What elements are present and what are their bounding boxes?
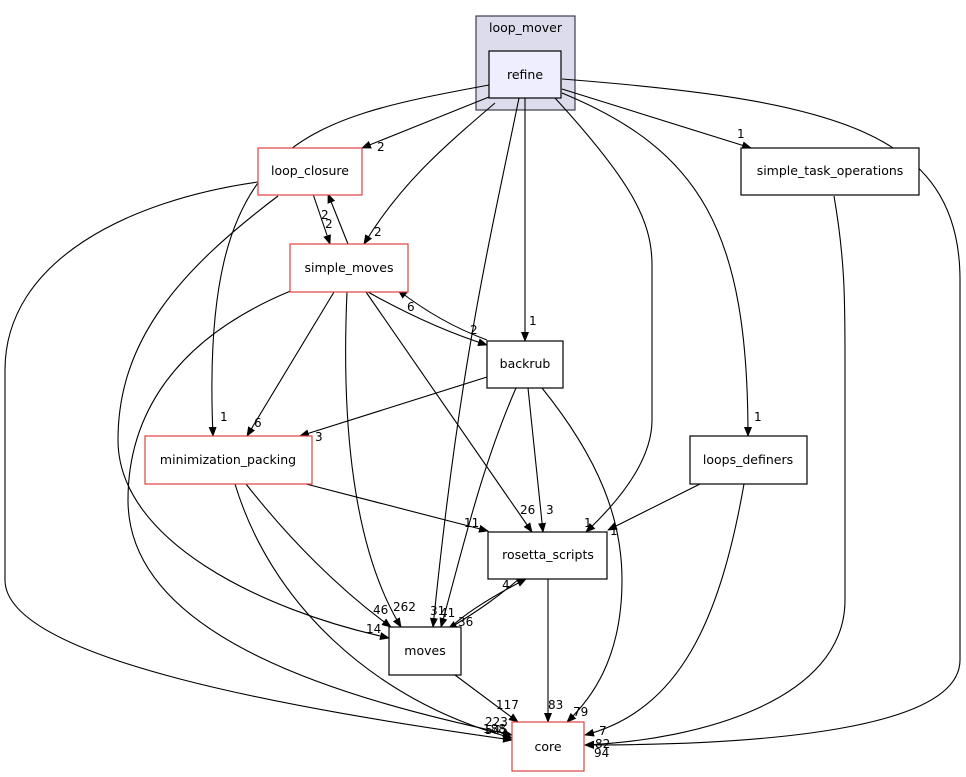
edge-moves-rosetta-scripts[interactable]: 4 [451,578,527,627]
edge-label: 1 [220,410,228,424]
node-rosetta-scripts[interactable]: rosetta_scripts [487,531,608,580]
edge-label: 94 [594,746,609,760]
node-box [488,50,562,99]
edge-refine-loop-closure[interactable]: 2 [361,96,490,154]
node-refine[interactable]: refine [488,50,562,99]
edge-refine-rosetta-scripts[interactable]: 1 [554,97,653,533]
edge-refine-backrub[interactable]: 1 [521,98,537,342]
edge-minimization-packing-core[interactable]: 223 [234,483,513,740]
cluster-label: loop_mover [489,20,563,35]
node-box [487,531,608,580]
edge-label: 2 [374,225,382,239]
edge-label: 7 [599,724,607,738]
edge-label: 31 [430,604,445,618]
node-box [486,340,564,389]
edge-refine-simple-moves[interactable]: 2 [363,102,496,245]
edge-label: 4 [502,578,510,592]
edge-simple-task-operations-core[interactable]: 94 [584,195,846,760]
node-backrub[interactable]: backrub [486,340,564,389]
nodes: refine loop_closure simple_task_operatio… [144,50,920,772]
edge-simple-moves-minimization-packing[interactable]: 6 [246,291,335,437]
edge-label: 545 [485,723,508,737]
edge-label: 117 [496,698,519,712]
node-label: backrub [500,356,551,371]
edge-simple-moves-core[interactable]: 545 [127,289,513,738]
node-box [740,147,920,196]
edge-backrub-moves[interactable]: 41 [439,387,517,628]
node-simple-moves[interactable]: simple_moves [289,243,409,293]
edge-moves-core[interactable]: 117 [454,674,519,723]
node-label: loop_closure [271,163,349,178]
node-label: loops_definers [703,452,793,467]
edge-backrub-simple-moves[interactable]: 6 [397,289,488,341]
edge-backrub-rosetta-scripts[interactable]: 3 [527,387,554,533]
node-loops-definers[interactable]: loops_definers [689,435,808,485]
edge-label: 1 [754,410,762,424]
edge-simple-moves-moves[interactable]: 262 [345,291,416,628]
node-label: simple_moves [305,260,394,275]
edge-label: 262 [393,600,416,614]
node-label: minimization_packing [160,452,296,467]
node-core[interactable]: core [511,721,585,772]
edge-label: 2 [470,323,478,337]
node-box [511,721,585,772]
edge-label: 2 [321,208,329,222]
edge-label: 14 [366,622,381,636]
node-box [689,435,808,485]
edge-loop-closure-simple-moves[interactable]: 2 [312,193,333,245]
node-label: core [534,739,561,754]
edges: 2 2 1 1 1 1 1 31 [4,78,961,760]
node-label: refine [507,67,543,82]
edge-minimization-packing-rosetta-scripts[interactable]: 11 [305,483,489,533]
edge-label: 46 [373,603,388,617]
edge-label: 11 [464,516,479,530]
edge-loop-closure-moves[interactable]: 14 [117,195,390,640]
edge-label: 3 [546,503,554,517]
edge-label: 1 [529,314,537,328]
edge-loops-definers-rosetta-scripts[interactable]: 1 [607,483,701,538]
edge-label: 83 [548,698,563,712]
edge-refine-simple-task-operations[interactable]: 1 [561,88,752,150]
node-label: moves [404,643,445,658]
edge-label: 2 [325,217,333,231]
edge-simple-moves-backrub[interactable]: 2 [367,291,488,347]
edge-loops-definers-core[interactable]: 7 [584,483,745,738]
edge-refine-moves[interactable]: 31 [429,97,520,628]
node-moves[interactable]: moves [388,626,462,676]
edge-label: 1 [584,516,592,530]
edge-label: 26 [520,503,535,517]
edge-label: 1 [610,524,618,538]
edge-minimization-packing-moves[interactable]: 46 [245,483,392,628]
node-box [144,435,313,485]
edge-label: 2 [377,140,385,154]
edge-label: 1 [737,127,745,141]
edge-backrub-minimization-packing[interactable]: 3 [299,376,488,444]
edge-rosetta-scripts-core[interactable]: 83 [544,579,563,723]
edge-label: 41 [440,606,455,620]
node-label: simple_task_operations [757,163,904,178]
edge-simple-moves-rosetta-scripts[interactable]: 26 [365,291,535,533]
node-loop-closure[interactable]: loop_closure [257,147,363,196]
node-box [289,243,409,293]
node-label: rosetta_scripts [502,547,594,562]
node-minimization-packing[interactable]: minimization_packing [144,435,313,485]
edge-backrub-core[interactable]: 79 [541,387,623,723]
edge-label: 6 [254,416,262,430]
edge-simple-moves-loop-closure[interactable]: 2 [321,193,349,245]
node-box [388,626,462,676]
edge-refine-loops-definers[interactable]: 1 [561,92,762,437]
edge-label: 6 [407,300,415,314]
edge-label: 3 [315,430,323,444]
node-simple-task-operations[interactable]: simple_task_operations [740,147,920,196]
node-box [257,147,363,196]
edge-label: 223 [485,715,508,729]
edge-label: 79 [573,705,588,719]
